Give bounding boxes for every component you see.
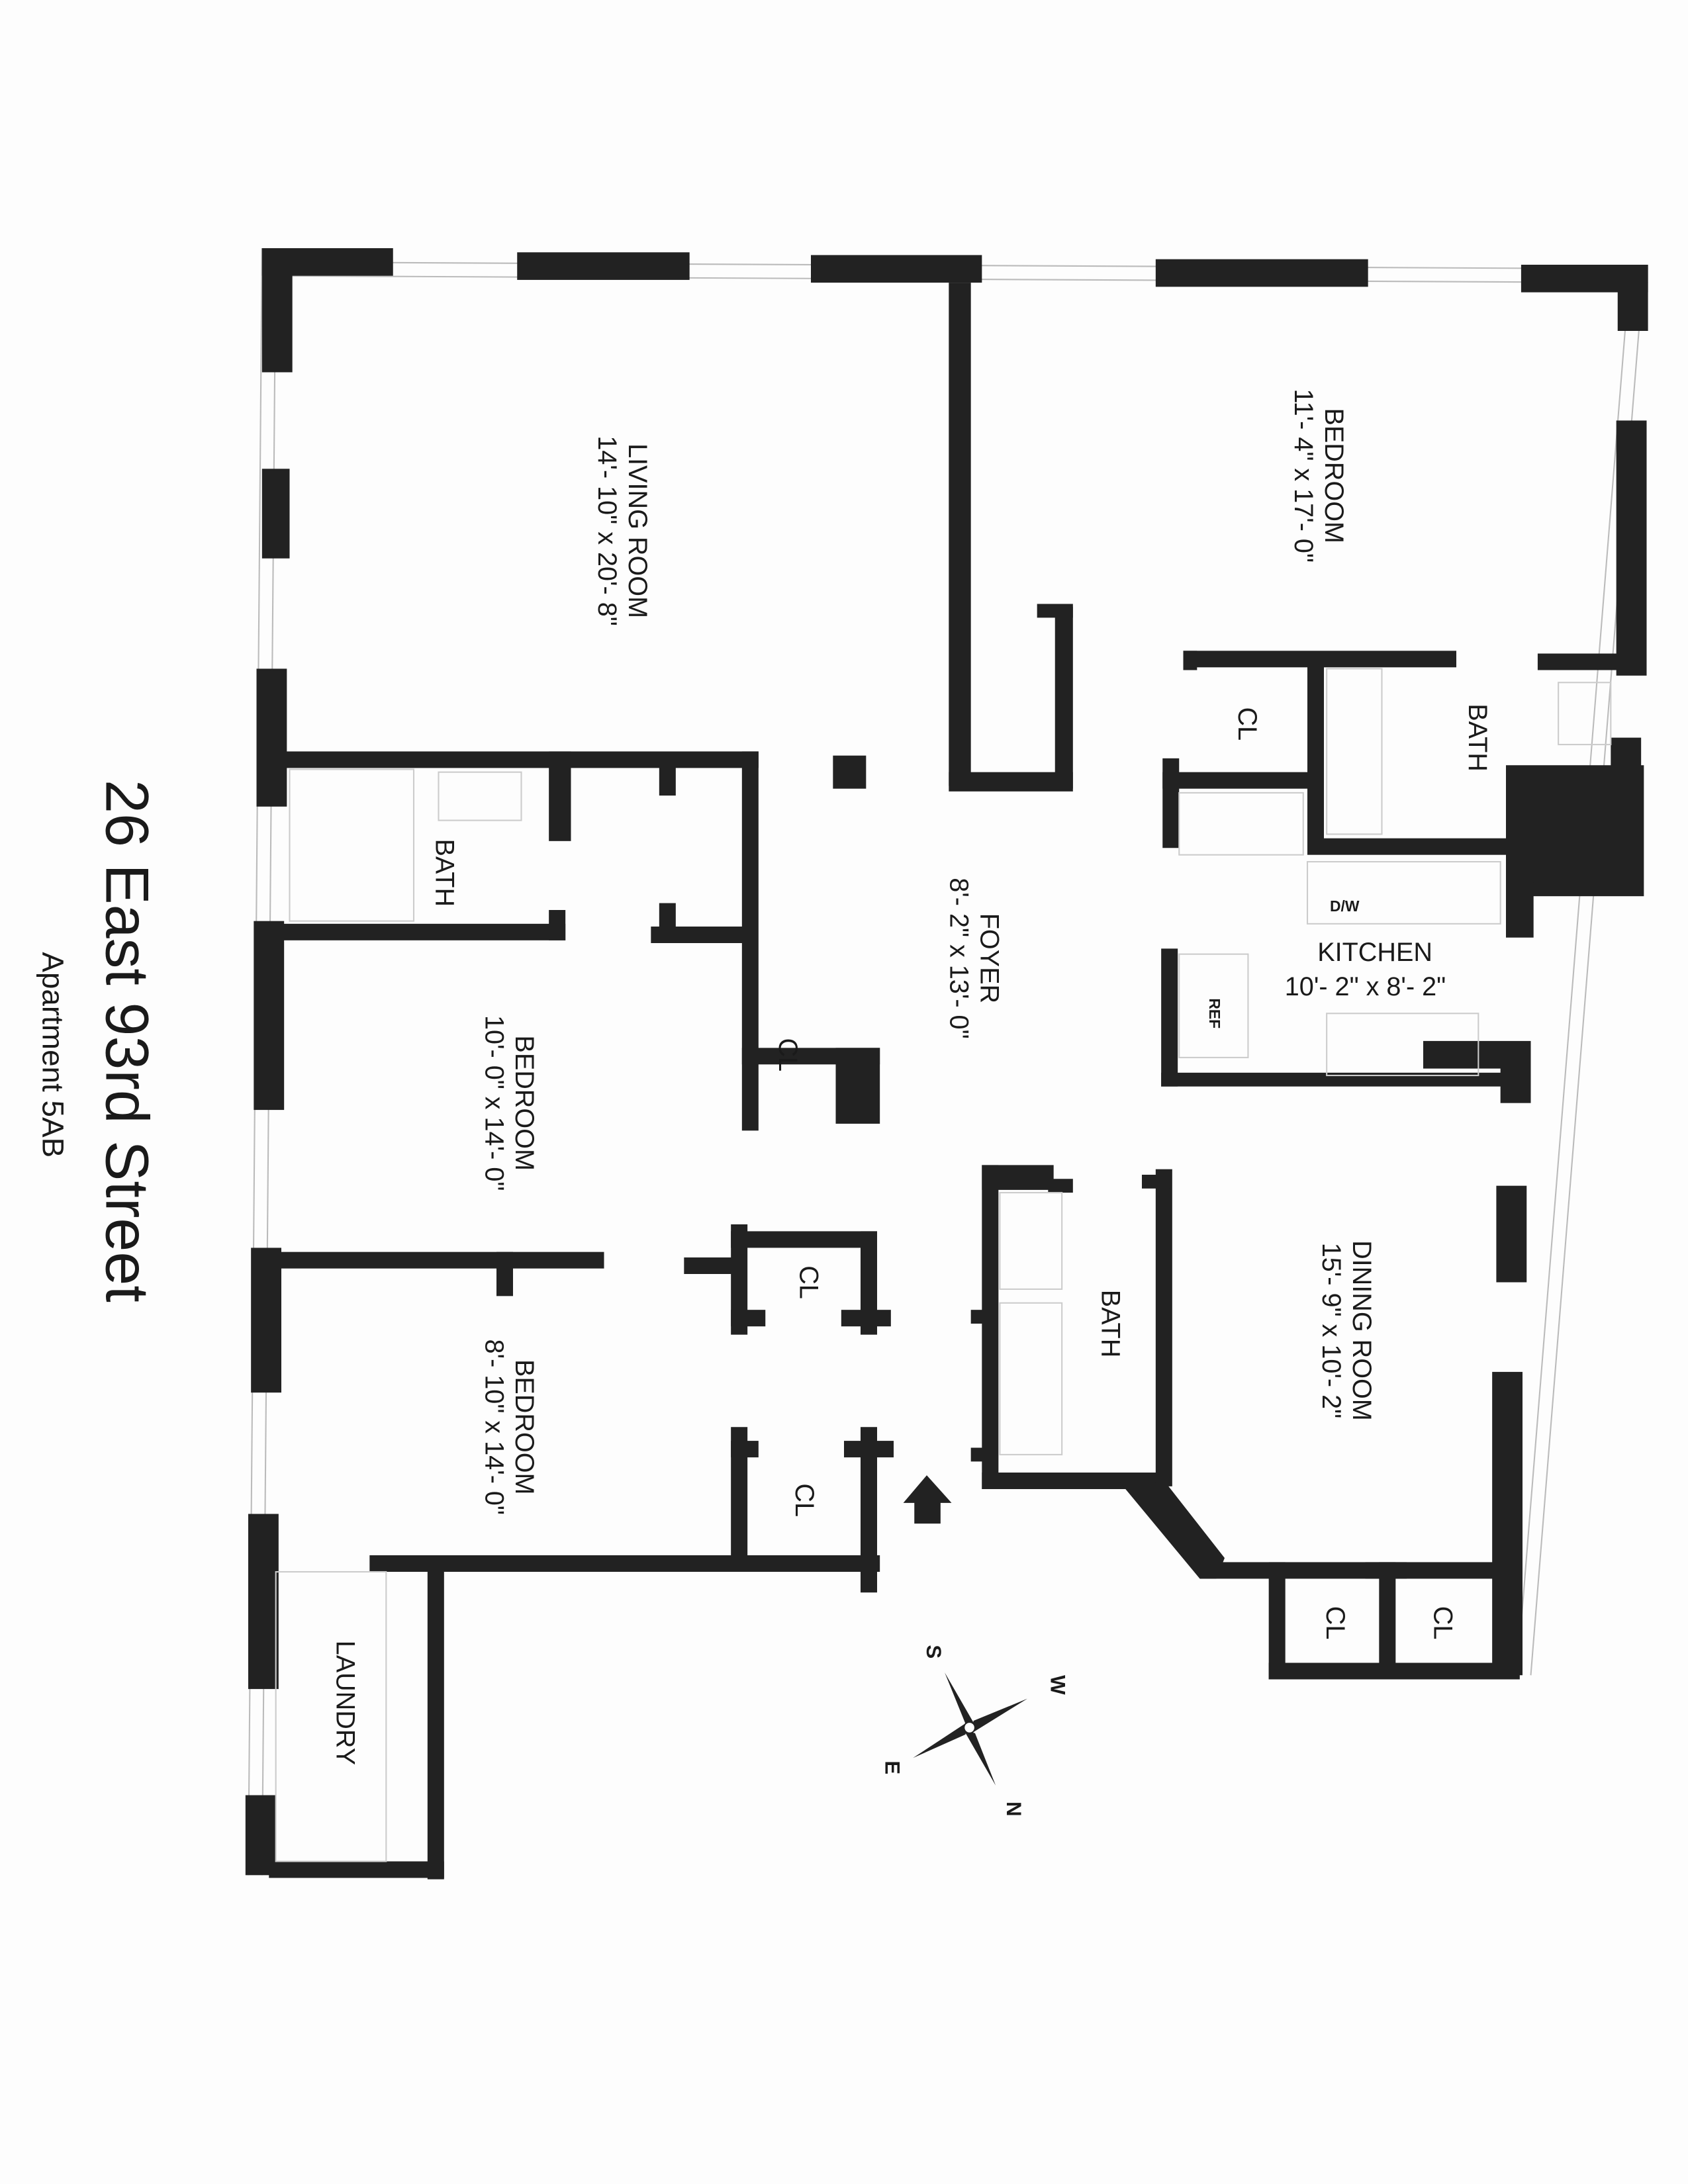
bath-center-label: BATH [1096, 1290, 1125, 1358]
closet-bedroom2-label: CL [773, 1038, 802, 1071]
bath-left-label: BATH [430, 839, 459, 907]
fixtures [275, 668, 1612, 1862]
closet-hall-1-label: CL [794, 1265, 823, 1299]
foyer-label: FOYER [974, 913, 1004, 1003]
bedroom-3-label: BEDROOM [510, 1359, 539, 1495]
bedroom-2-dims: 10'- 0" x 14'- 0" [479, 1015, 508, 1191]
master-bedroom-dims: 11'- 4" x 17'- 0" [1289, 389, 1318, 563]
closet-dining-1-label: CL [1321, 1606, 1350, 1640]
walls [245, 248, 1648, 1880]
dining-room-dims: 15'- 9" x 10'- 2" [1317, 1243, 1346, 1418]
compass-w: W [1047, 1675, 1070, 1695]
apartment-subtitle: Apartment 5AB [36, 952, 70, 1158]
kitchen-dims: 10'- 2" x 8'- 2" [1285, 972, 1446, 1001]
living-room-dims: 14'- 10" x 20'- 8" [592, 435, 622, 625]
closet-upper-label: CL [1233, 707, 1262, 741]
closet-hall-2-label: CL [790, 1483, 819, 1517]
entry-arrow [903, 1475, 952, 1524]
compass-n: N [1002, 1801, 1025, 1817]
laundry-label: LAUNDRY [330, 1641, 359, 1765]
refrigerator-label: REF [1206, 998, 1223, 1028]
closet-dining-2-label: CL [1429, 1606, 1458, 1640]
compass-s: S [922, 1645, 945, 1659]
compass-e: E [881, 1760, 904, 1774]
bedroom-3-dims: 8'- 10" x 14'- 0" [479, 1340, 508, 1515]
foyer-dims: 8'- 2" x 13'- 0" [944, 878, 973, 1038]
dining-room-label: DINING ROOM [1347, 1240, 1376, 1421]
building-title: 26 East 93rd Street [93, 780, 160, 1302]
dishwasher-label: D/W [1330, 897, 1360, 915]
living-room-label: LIVING ROOM [623, 443, 652, 618]
kitchen-label: KITCHEN [1317, 938, 1432, 967]
compass-rose-icon [913, 1672, 1028, 1786]
master-bedroom-label: BEDROOM [1319, 408, 1348, 543]
bath-upper-label: BATH [1463, 704, 1492, 772]
bedroom-2-label: BEDROOM [510, 1035, 539, 1171]
